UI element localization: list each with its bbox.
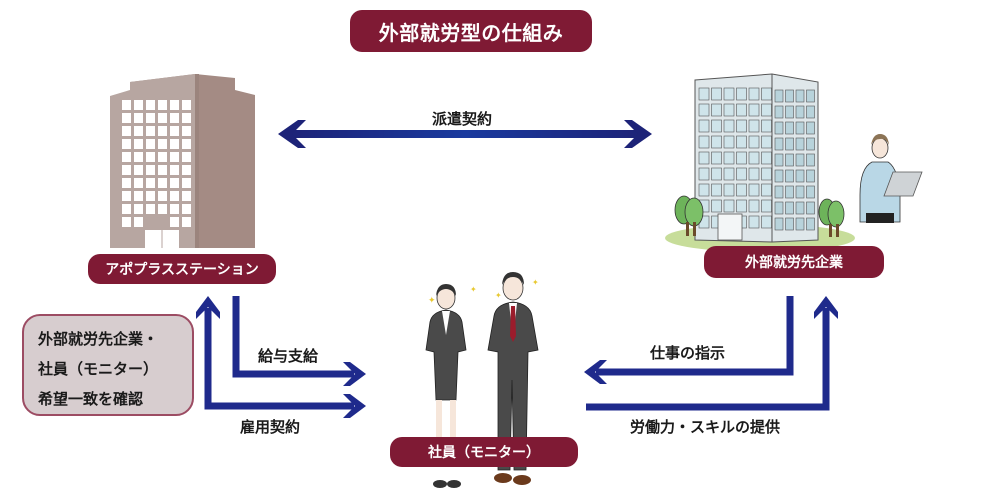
consent-note-line: 社員（モニター） <box>38 360 159 378</box>
work-instruction-arrow <box>584 296 794 384</box>
client-building-icon <box>665 73 855 252</box>
employment-contract-arrow <box>196 296 366 418</box>
businessman-with-laptop-icon <box>859 134 923 223</box>
work-instruction-label: 仕事の指示 <box>650 344 726 362</box>
svg-text:✦: ✦ <box>532 278 539 287</box>
labor-skill-provision-arrow <box>586 296 838 411</box>
consent-note: 外部就労先企業・ 社員（モニター） 希望一致を確認 <box>22 314 194 416</box>
svg-text:✦: ✦ <box>428 296 436 306</box>
svg-text:✦: ✦ <box>495 291 502 300</box>
dispatch-contract-arrow <box>278 120 652 148</box>
salary-payment-label: 給与支給 <box>258 347 319 365</box>
labor-skill-provision-label: 労働力・スキルの提供 <box>630 418 781 436</box>
employee-label: 社員（モニター） <box>390 437 578 467</box>
client-company-label: 外部就労先企業 <box>704 246 884 278</box>
tree-icon <box>818 198 845 237</box>
agency-label: アポプラスステーション <box>88 254 276 284</box>
consent-note-line: 希望一致を確認 <box>38 390 144 408</box>
svg-text:✦: ✦ <box>470 285 477 294</box>
salary-payment-arrow <box>232 296 366 386</box>
agency-building-icon <box>110 74 255 248</box>
page-title: 外部就労型の仕組み <box>350 10 592 52</box>
consent-note-line: 外部就労先企業・ <box>38 330 159 348</box>
dispatch-contract-label: 派遣契約 <box>432 110 493 128</box>
tree-icon <box>674 195 704 236</box>
two-employees-in-suits-icon: ✦ ✦ ✦ ✦ <box>425 272 539 488</box>
employment-contract-label: 雇用契約 <box>240 418 301 436</box>
